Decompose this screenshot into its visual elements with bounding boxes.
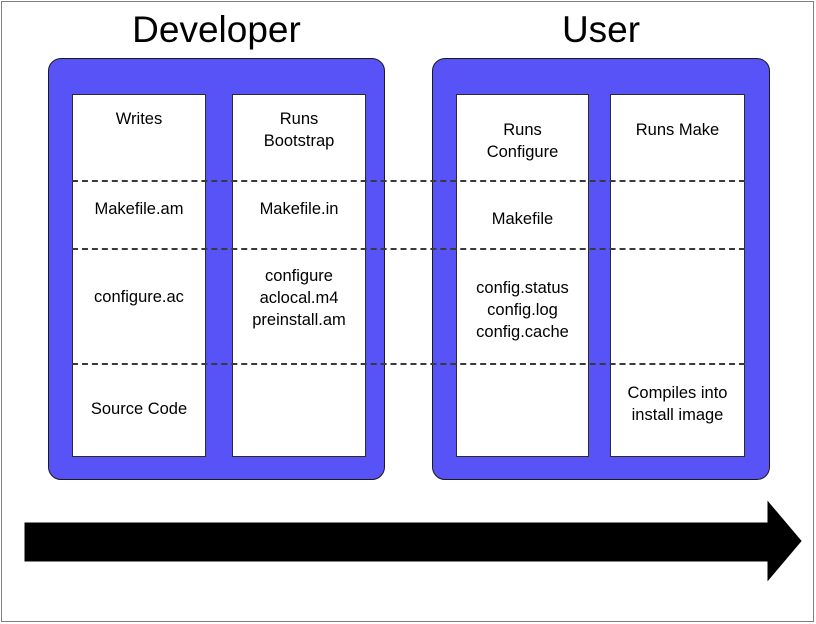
panel-title-user: User: [561, 9, 641, 50]
column-developer-bootstrap: [232, 94, 366, 457]
column-developer-writes: [72, 94, 206, 457]
panel-title-developer: Developer: [132, 9, 301, 50]
column-user-configure: [456, 94, 589, 457]
time-flow-arrow-icon: [24, 500, 802, 582]
column-user-make: [610, 94, 745, 457]
